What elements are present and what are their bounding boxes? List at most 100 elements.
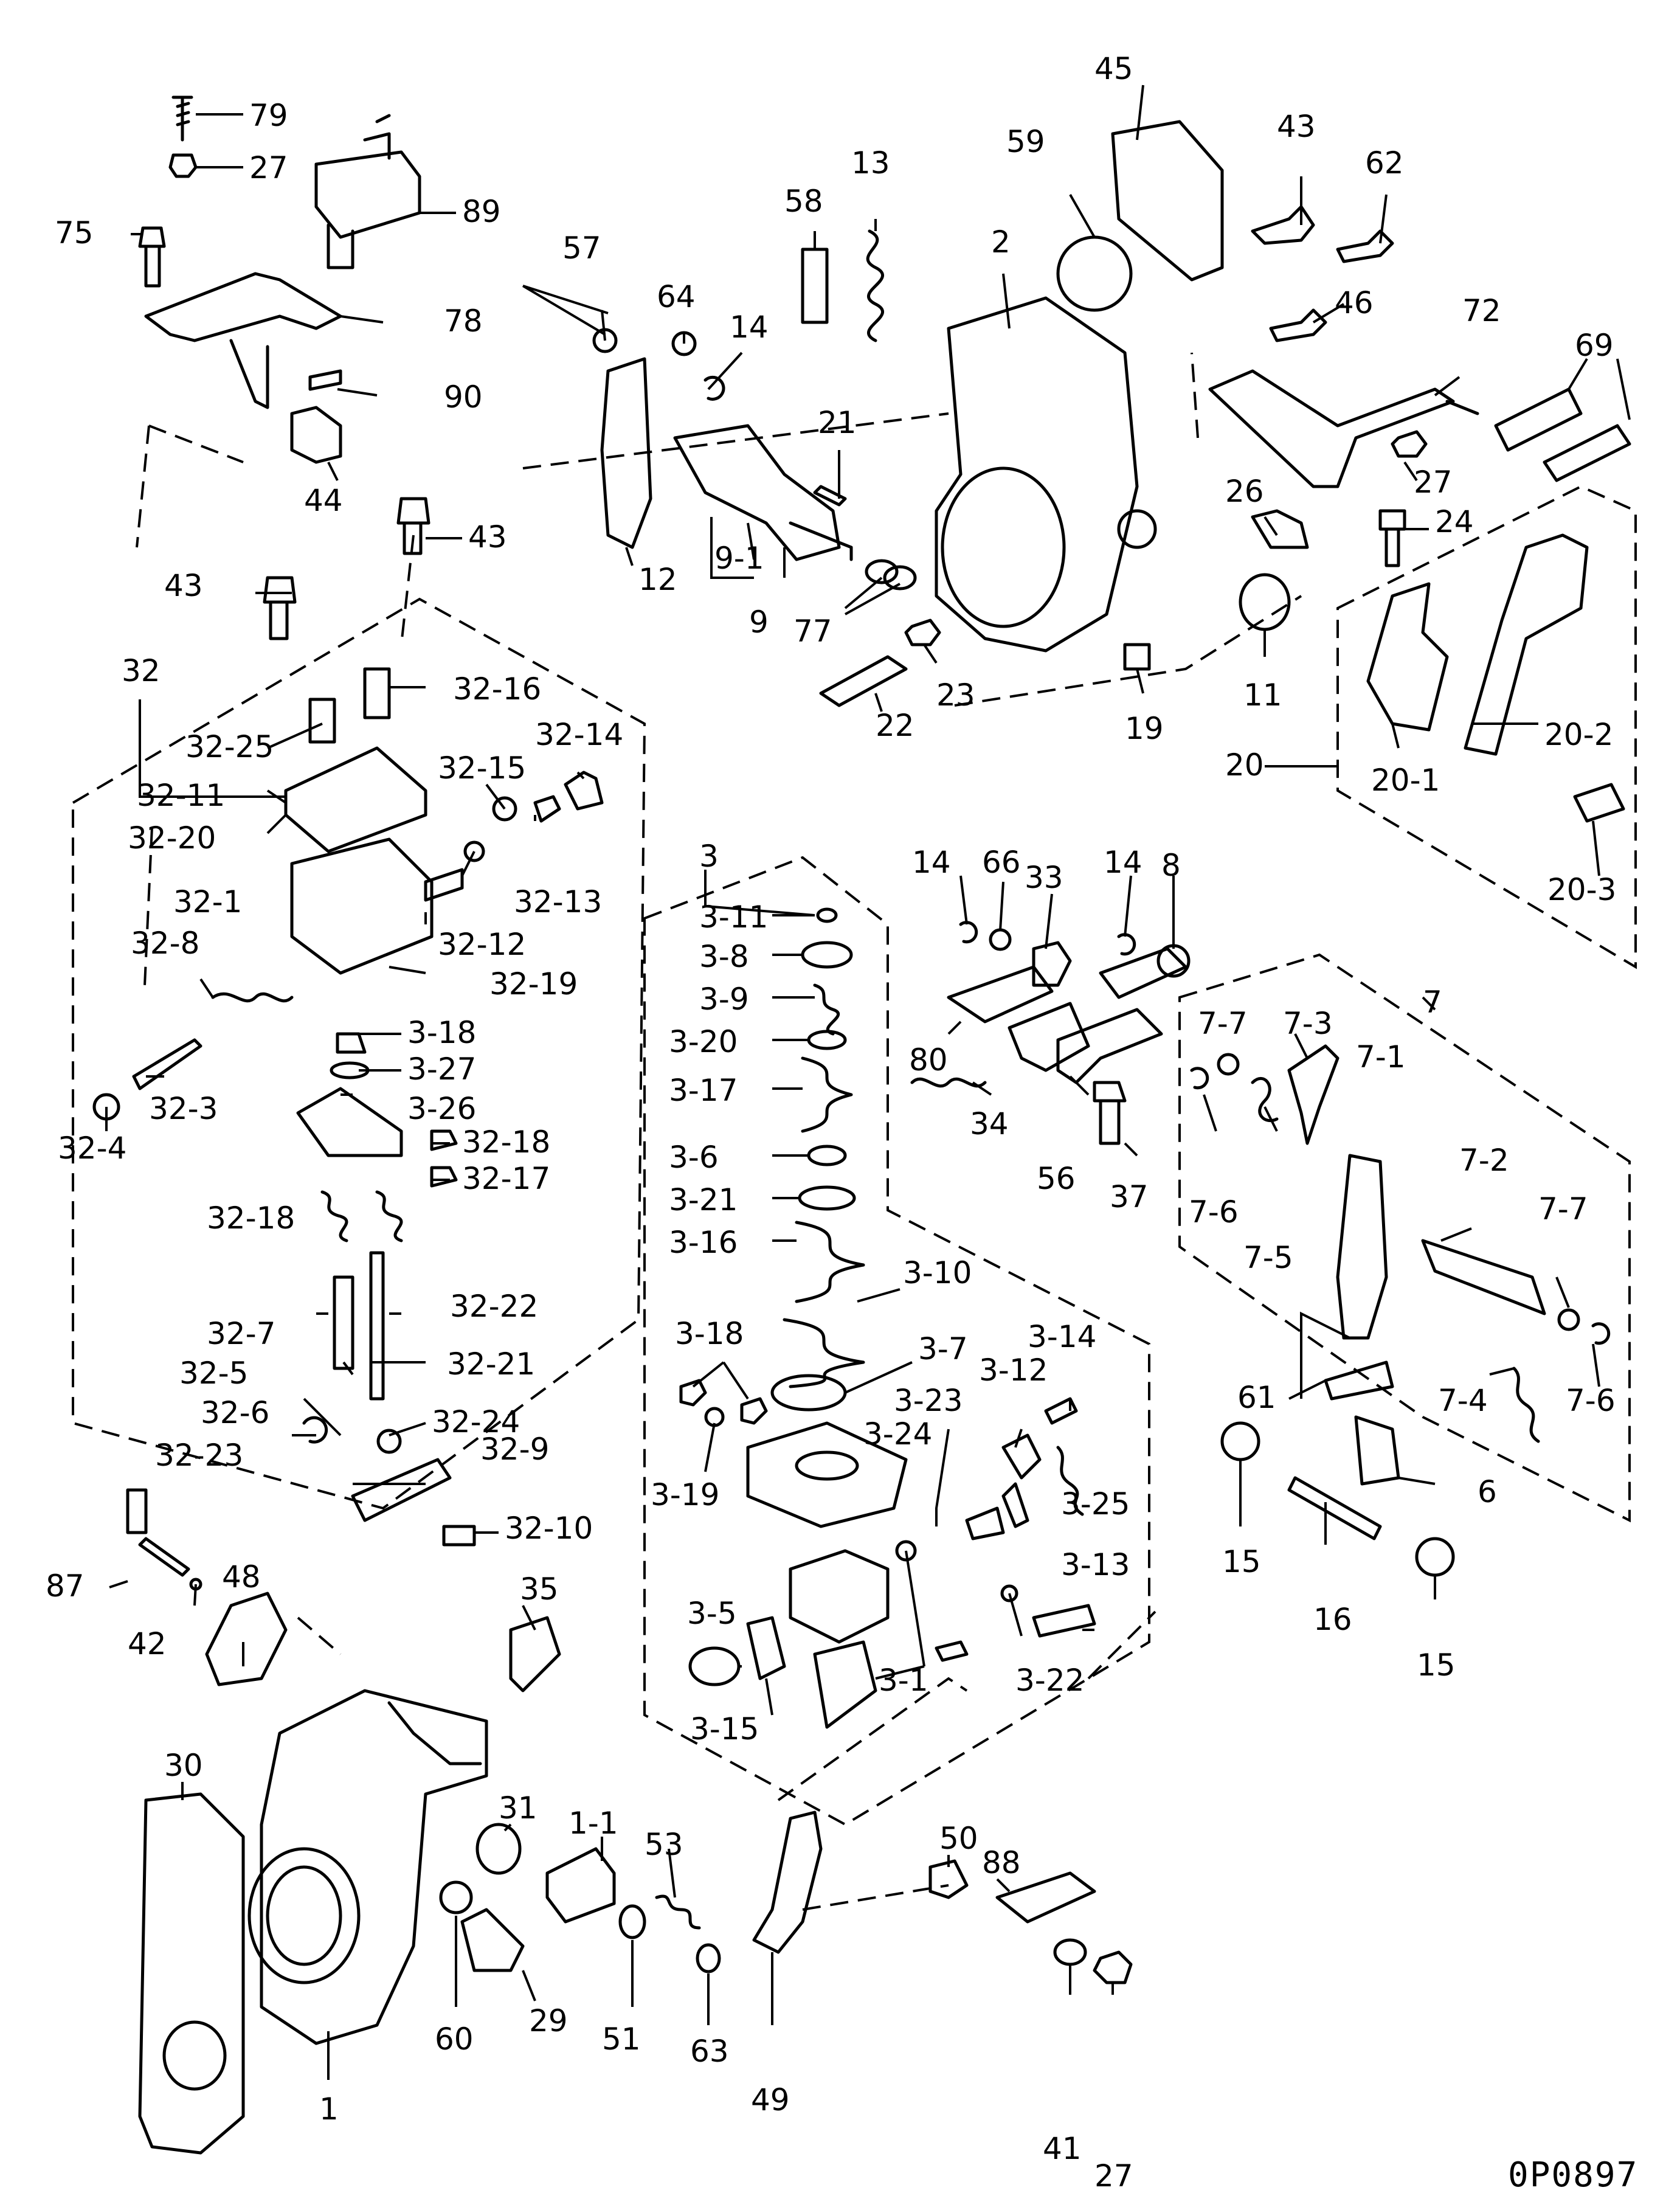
callout-32-14: 32-14 xyxy=(535,717,623,752)
callout-44: 44 xyxy=(304,483,343,518)
callout-3-11: 3-11 xyxy=(699,899,768,935)
callout-20-1: 20-1 xyxy=(1371,763,1440,798)
callout-7-4: 7-4 xyxy=(1438,1383,1488,1418)
callout-3-5: 3-5 xyxy=(687,1596,737,1631)
callout-3-1: 3-1 xyxy=(879,1663,928,1698)
callout-53: 53 xyxy=(645,1827,683,1862)
callout-32-16: 32-16 xyxy=(453,671,541,707)
callout-66: 66 xyxy=(982,845,1021,880)
callout-3-12: 3-12 xyxy=(979,1353,1048,1388)
callout-26: 26 xyxy=(1225,474,1264,509)
callout-60: 60 xyxy=(435,2022,474,2057)
callout-32-24: 32-24 xyxy=(432,1404,520,1440)
callout-88: 88 xyxy=(982,1845,1021,1880)
callout-62: 62 xyxy=(1365,145,1404,181)
callout-3-23: 3-23 xyxy=(894,1383,963,1418)
callout-1: 1 xyxy=(319,2091,339,2127)
callout-3-17: 3-17 xyxy=(669,1073,738,1108)
callout-63: 63 xyxy=(690,2034,729,2069)
callout-48: 48 xyxy=(222,1559,261,1595)
callout-3-24: 3-24 xyxy=(863,1416,932,1452)
callout-35: 35 xyxy=(520,1571,559,1607)
callout-45: 45 xyxy=(1094,51,1133,86)
callout-3-10: 3-10 xyxy=(903,1255,972,1291)
callout-3-16: 3-16 xyxy=(669,1225,738,1260)
callout-22: 22 xyxy=(876,708,914,743)
callout-75: 75 xyxy=(55,215,94,251)
callout-59: 59 xyxy=(1006,124,1045,159)
callout-7-5: 7-5 xyxy=(1243,1240,1293,1275)
drawing-code: 0P0897 xyxy=(1508,2155,1638,2195)
callout-20-3: 20-3 xyxy=(1547,872,1616,907)
callout-12: 12 xyxy=(638,562,677,597)
callout-32-12: 32-12 xyxy=(438,927,526,962)
callout-57: 57 xyxy=(562,230,601,266)
callout-42: 42 xyxy=(128,1626,167,1661)
callout-3-6: 3-6 xyxy=(669,1140,719,1175)
callout-32-7: 32-7 xyxy=(207,1316,275,1351)
callout-19: 19 xyxy=(1125,711,1164,746)
callout-7: 7 xyxy=(1423,985,1442,1020)
callout-21: 21 xyxy=(818,405,857,440)
callout-14: 14 xyxy=(730,310,769,345)
callout-56: 56 xyxy=(1037,1161,1076,1196)
callout-32-18: 32-18 xyxy=(207,1201,295,1236)
callout-7-6: 7-6 xyxy=(1566,1383,1616,1418)
callout-7-1: 7-1 xyxy=(1356,1039,1406,1075)
callout-32-15: 32-15 xyxy=(438,750,526,786)
callout-27: 27 xyxy=(1094,2158,1133,2194)
callout-80: 80 xyxy=(909,1042,948,1078)
callout-labels: 79 27 89 75 78 90 44 43 43 57 64 14 58 1… xyxy=(46,51,1616,2194)
callout-32-10: 32-10 xyxy=(505,1511,593,1546)
callout-77: 77 xyxy=(793,614,832,649)
callout-58: 58 xyxy=(784,184,823,219)
callout-24: 24 xyxy=(1435,504,1474,539)
callout-3: 3 xyxy=(699,839,719,874)
callout-37: 37 xyxy=(1110,1179,1149,1214)
callout-20: 20 xyxy=(1225,747,1264,783)
callout-43: 43 xyxy=(164,568,203,603)
callout-32-25: 32-25 xyxy=(185,729,274,764)
callout-3-13: 3-13 xyxy=(1061,1547,1130,1582)
leader-lines xyxy=(105,85,1631,2080)
callout-32-23: 32-23 xyxy=(155,1438,243,1473)
callout-15: 15 xyxy=(1222,1544,1261,1579)
callout-14: 14 xyxy=(912,845,951,880)
callout-64: 64 xyxy=(657,279,696,314)
callout-3-18: 3-18 xyxy=(407,1015,476,1050)
callout-32-18: 32-18 xyxy=(462,1124,550,1160)
callout-11: 11 xyxy=(1243,677,1282,713)
callout-6: 6 xyxy=(1478,1474,1497,1509)
callout-90: 90 xyxy=(444,379,483,415)
callout-32-19: 32-19 xyxy=(489,966,578,1002)
callout-51: 51 xyxy=(602,2022,641,2057)
callout-14: 14 xyxy=(1104,845,1142,880)
assembly-outlines xyxy=(72,352,1637,1826)
callout-3-7: 3-7 xyxy=(918,1331,968,1367)
callout-69: 69 xyxy=(1575,328,1614,363)
callout-3-15: 3-15 xyxy=(690,1711,759,1747)
callout-30: 30 xyxy=(164,1748,203,1783)
callout-20-2: 20-2 xyxy=(1544,717,1613,752)
callout-3-21: 3-21 xyxy=(669,1182,738,1218)
callout-3-8: 3-8 xyxy=(699,939,749,974)
callout-29: 29 xyxy=(529,2003,568,2039)
callout-49: 49 xyxy=(751,2082,790,2118)
callout-16: 16 xyxy=(1313,1602,1352,1637)
callout-27: 27 xyxy=(249,150,288,185)
callout-3-27: 3-27 xyxy=(407,1052,476,1087)
callout-32-13: 32-13 xyxy=(514,884,602,920)
callout-9-1: 9-1 xyxy=(714,541,764,576)
part-drawings xyxy=(92,95,1631,2155)
callout-46: 46 xyxy=(1335,285,1374,320)
callout-3-14: 3-14 xyxy=(1028,1319,1096,1354)
callout-2: 2 xyxy=(991,224,1011,260)
callout-72: 72 xyxy=(1462,293,1501,328)
callout-43: 43 xyxy=(1277,109,1316,144)
callout-32-6: 32-6 xyxy=(201,1395,269,1430)
callout-32-5: 32-5 xyxy=(179,1356,248,1391)
callout-3-9: 3-9 xyxy=(699,982,749,1017)
callout-32: 32 xyxy=(122,653,161,688)
callout-27: 27 xyxy=(1414,465,1453,500)
